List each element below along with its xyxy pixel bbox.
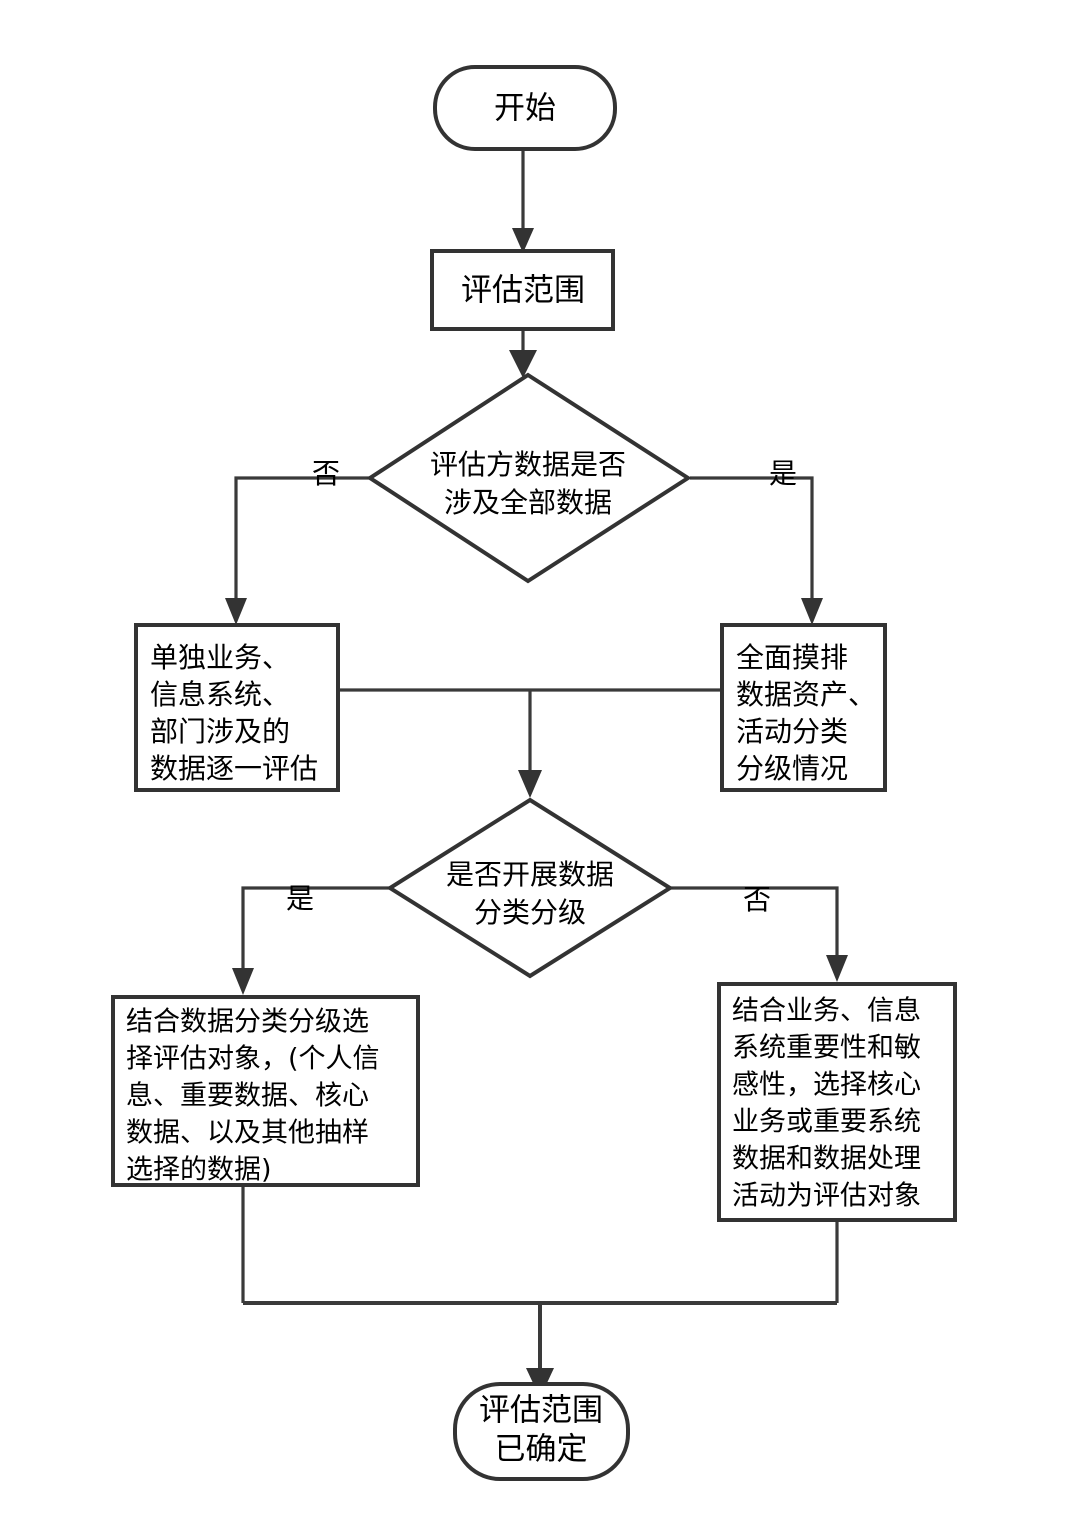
edge-decision2-no-to-box-right-2 [670,886,848,982]
edge-join-to-decision2 [518,690,542,798]
box-left-2-shape [111,995,420,1187]
box-right-2-line4: 业务或重要系统 [732,1107,921,1138]
edge-decision1-no-to-box-left-1 [225,476,370,625]
decision1-diamond-shape [366,372,692,584]
box-right-1-line2: 数据资产、 [736,678,876,711]
node-decision-classification[interactable]: 是否开展数据 分类分级 [386,797,674,979]
box-right-2-line6: 活动为评估对象 [732,1181,921,1212]
edge-label-decision2-no: 否 [743,883,771,916]
scope-rect-shape [430,249,615,331]
arrow-head-icon [512,228,534,253]
end-terminal-shape [453,1382,630,1481]
arrow-head-icon [801,598,823,625]
connector-layer [225,148,848,1398]
end-label-line2: 已确定 [495,1432,588,1468]
edge-label-decision1-yes: 是 [769,457,797,490]
arrow-head-icon [509,350,537,378]
box-right-1-shape [720,623,887,792]
node-box-individual-assessment[interactable]: 单独业务、 信息系统、 部门涉及的 数据逐一评估 [134,623,340,792]
edge-scope-to-decision1 [509,328,537,378]
box-right-1-line3: 活动分类 [736,715,848,748]
arrow-head-icon [225,598,247,625]
box-right-2-line3: 感性，选择核心 [732,1070,921,1101]
box-left-2-line3: 息、重要数据、核心 [126,1081,369,1112]
node-decision-all-data[interactable]: 评估方数据是否 涉及全部数据 [366,372,692,584]
node-box-full-inventory[interactable]: 全面摸排 数据资产、 活动分类 分级情况 [720,623,887,792]
edge-line [670,886,839,965]
node-start[interactable]: 开始 [433,65,617,151]
box-right-2-line5: 数据和数据处理 [732,1144,921,1175]
edge-label-decision1-no: 否 [312,457,340,490]
node-box-importance-based-selection[interactable]: 结合业务、信息 系统重要性和敏 感性，选择核心 业务或重要系统 数据和数据处理 … [717,982,957,1222]
start-terminal-shape [433,65,617,151]
box-right-2-line2: 系统重要性和敏 [732,1033,921,1064]
box-left-2-line2: 择评估对象，(个人信 [126,1044,380,1075]
edge-decision2-yes-to-box-left-2 [232,886,390,995]
edge-line [234,476,370,610]
box-left-2-line4: 数据、以及其他抽样 [126,1118,369,1149]
arrow-head-icon [826,955,848,982]
decision1-label-line1: 评估方数据是否 [430,448,626,481]
edge-decision1-yes-to-box-right-1 [690,476,823,625]
box-left-1-line3: 部门涉及的 [150,715,290,748]
box-left-1-line2: 信息系统、 [150,678,290,711]
arrow-head-icon [232,968,254,995]
edge-start-to-scope [512,148,534,253]
edge-label-decision2-yes: 是 [286,882,314,915]
end-label-line1: 评估范围 [479,1393,603,1429]
box-left-1-shape [134,623,340,792]
box-left-2-line1: 结合数据分类分级选 [126,1007,369,1038]
box-right-2-line1: 结合业务、信息 [732,996,921,1027]
box-right-2-shape [717,982,957,1222]
box-left-1-line4: 数据逐一评估 [150,752,318,785]
box-left-2-line5: 选择的数据) [126,1155,272,1186]
node-scope[interactable]: 评估范围 [430,249,615,331]
decision2-diamond-shape [386,797,674,979]
node-box-classification-based-selection[interactable]: 结合数据分类分级选 择评估对象，(个人信 息、重要数据、核心 数据、以及其他抽样… [111,995,420,1187]
box-left-1-line1: 单独业务、 [150,641,290,674]
node-end[interactable]: 评估范围 已确定 [453,1382,630,1481]
box-right-1-line4: 分级情况 [736,752,848,785]
decision2-label-line2: 分类分级 [474,896,586,929]
scope-label: 评估范围 [461,273,585,309]
arrow-head-icon [518,770,542,798]
box-right-1-line1: 全面摸排 [736,641,848,674]
decision2-label-line1: 是否开展数据 [446,858,614,891]
decision1-label-line2: 涉及全部数据 [444,486,612,519]
edge-line [241,886,390,978]
edge-line [690,476,814,610]
start-label: 开始 [494,91,556,127]
